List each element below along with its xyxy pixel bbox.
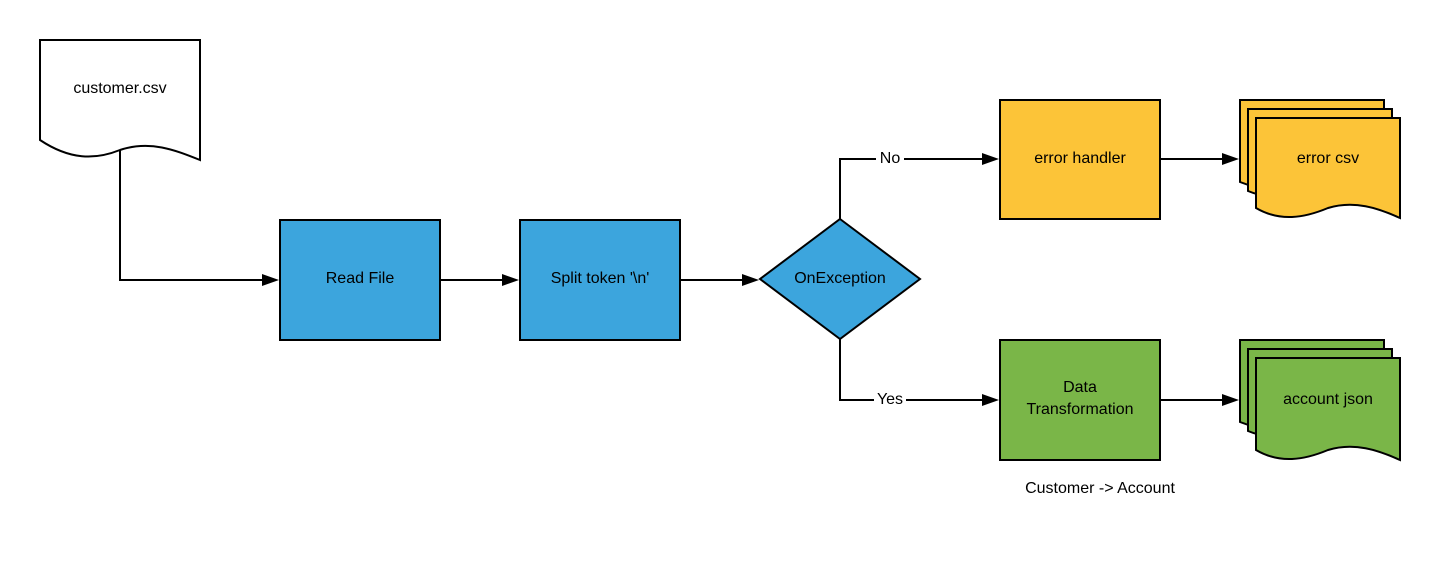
arrowhead-icon [502, 274, 519, 286]
decision-diamond [758, 217, 922, 341]
on-exception-decision-node[interactable]: OnException [758, 217, 922, 341]
account-output-node[interactable]: account json [1239, 339, 1401, 462]
transformation-label-line2: Transformation [1027, 401, 1134, 418]
multi-document-icon [1239, 99, 1401, 220]
input-document-label: customer.csv [73, 80, 166, 97]
edge-read-to-split [440, 274, 519, 286]
split-token-node[interactable]: Split token '\n' [519, 219, 681, 341]
process-box [999, 99, 1161, 220]
arrowhead-icon [982, 394, 999, 406]
decision-label: OnException [794, 270, 886, 287]
arrowhead-icon [982, 153, 999, 165]
edge-split-to-decision [680, 274, 759, 286]
edge-transform-to-output [1160, 394, 1239, 406]
edge-decision-yes: Yes [839, 339, 999, 409]
input-document-node[interactable]: customer.csv [39, 39, 201, 162]
transformation-label-line1: Data [1063, 379, 1097, 396]
edge-label-yes: Yes [877, 391, 903, 408]
arrowhead-icon [1222, 394, 1239, 406]
error-handler-node[interactable]: error handler [999, 99, 1161, 220]
read-file-node[interactable]: Read File [279, 219, 441, 341]
error-handler-label: error handler [1034, 150, 1126, 167]
process-box [279, 219, 441, 341]
edge-csv-to-read [119, 150, 279, 286]
edge-label-no: No [880, 150, 901, 167]
error-output-label: error csv [1297, 150, 1359, 167]
multi-document-icon [1239, 339, 1401, 462]
error-output-node[interactable]: error csv [1239, 99, 1401, 220]
data-transformation-node[interactable]: Data Transformation [999, 339, 1161, 461]
arrowhead-icon [262, 274, 279, 286]
arrowhead-icon [1222, 153, 1239, 165]
edge-error-handler-to-output [1160, 153, 1239, 165]
read-file-label: Read File [326, 270, 395, 287]
arrowhead-icon [742, 274, 759, 286]
account-output-label: account json [1283, 391, 1373, 408]
edge-decision-no: No [839, 148, 999, 219]
document-icon [39, 39, 201, 162]
split-token-label: Split token '\n' [551, 270, 650, 287]
transformation-caption: Customer -> Account [1025, 480, 1175, 497]
process-box [519, 219, 681, 341]
process-box [999, 339, 1161, 461]
